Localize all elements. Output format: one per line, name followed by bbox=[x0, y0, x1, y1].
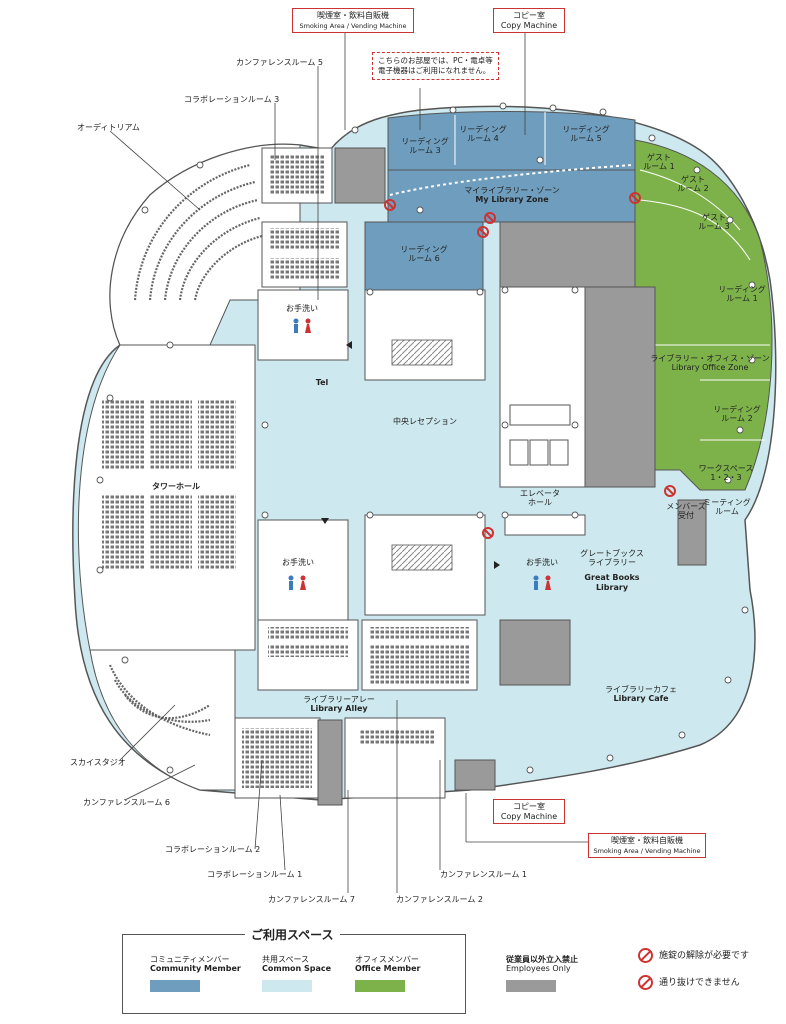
room-tel: Tel bbox=[315, 378, 329, 387]
room-guest2: ゲストルーム 2 bbox=[677, 175, 709, 194]
callout-smoking-bottom: 喫煙室・飲料自販機 Smoking Area / Vending Machine bbox=[588, 833, 706, 859]
sky-studio-area bbox=[89, 649, 236, 791]
legend bbox=[122, 934, 466, 1014]
smoking-bottom-en: Smoking Area / Vending Machine bbox=[593, 846, 701, 855]
label-collab2: コラボレーションルーム 2 bbox=[165, 845, 261, 854]
copy-top-en: Copy Machine bbox=[500, 20, 558, 30]
room-restroom-top: お手洗い bbox=[286, 304, 318, 313]
room-reading4: リーディングルーム 4 bbox=[459, 125, 507, 144]
label-collab3: コラボレーションルーム 3 bbox=[184, 95, 280, 104]
room-guest3: ゲストルーム 3 bbox=[698, 213, 730, 232]
callout-copy-bottom: コピー室 Copy Machine bbox=[493, 799, 565, 825]
room-reading3: リーディングルーム 3 bbox=[401, 137, 449, 156]
stairs bbox=[391, 339, 453, 571]
legend-unlock: 施錠の解除が必要です bbox=[638, 948, 749, 963]
smoking-top-jp: 喫煙室・飲料自販機 bbox=[317, 11, 389, 20]
elevators bbox=[509, 404, 571, 466]
room-reception: 中央レセプション bbox=[393, 417, 457, 426]
label-collab1: コラボレーションルーム 1 bbox=[207, 870, 303, 879]
conference-tables bbox=[242, 155, 470, 788]
callout-smoking-top: 喫煙室・飲料自販機 Smoking Area / Vending Machine bbox=[292, 8, 414, 34]
callout-copy-top: コピー室 Copy Machine bbox=[493, 8, 565, 34]
reading-room-6 bbox=[364, 221, 484, 291]
room-meeting: ミーティングルーム bbox=[703, 498, 751, 517]
auditorium-seats bbox=[133, 163, 263, 301]
copy-top-jp: コピー室 bbox=[513, 11, 545, 20]
no-entry-markers bbox=[384, 192, 676, 539]
columns bbox=[96, 102, 756, 774]
room-elevator: エレベータホール bbox=[520, 489, 560, 508]
label-conf2: カンファレンスルーム 2 bbox=[396, 895, 483, 904]
room-restroom-right: お手洗い bbox=[526, 558, 558, 567]
direction-arrows bbox=[321, 341, 500, 569]
legend-title: ご利用スペース bbox=[245, 926, 340, 943]
smoking-bottom-jp: 喫煙室・飲料自販機 bbox=[611, 836, 683, 845]
sky-studio-seats bbox=[108, 664, 211, 737]
smoking-top-en: Smoking Area / Vending Machine bbox=[299, 21, 407, 30]
no-entry-icon bbox=[638, 948, 653, 963]
notice-line-1: こちらのお部屋では、PC・電卓等 bbox=[378, 56, 493, 65]
label-conf5: カンファレンスルーム 5 bbox=[236, 58, 323, 67]
no-entry-icon bbox=[638, 975, 653, 990]
legend-swatch-staff bbox=[506, 980, 556, 992]
room-reading1: リーディングルーム 1 bbox=[718, 285, 766, 304]
label-auditorium: オーディトリアム bbox=[77, 123, 140, 132]
room-restroom-mid: お手洗い bbox=[282, 558, 314, 567]
legend-swatch-office bbox=[355, 980, 405, 992]
room-members-desk: メンバーズ受付 bbox=[666, 502, 706, 521]
label-conf1: カンファレンスルーム 1 bbox=[440, 870, 527, 879]
room-reading6: リーディングルーム 6 bbox=[400, 245, 448, 264]
auditorium-area bbox=[109, 143, 301, 346]
leader-lines bbox=[109, 29, 590, 893]
legend-no-pass: 通り抜けできません bbox=[638, 975, 740, 990]
label-sky-studio: スカイスタジオ bbox=[70, 758, 126, 767]
tower-hall-seats bbox=[102, 400, 236, 570]
copy-bottom-en: Copy Machine bbox=[500, 811, 558, 821]
label-conf7: カンファレンスルーム 7 bbox=[268, 895, 355, 904]
legend-swatch-community bbox=[150, 980, 200, 992]
copy-bottom-jp: コピー室 bbox=[513, 802, 545, 811]
legend-swatch-common bbox=[262, 980, 312, 992]
room-guest1: ゲストルーム 1 bbox=[643, 153, 675, 172]
notice-line-2: 電子機器はご利用になれません。 bbox=[378, 65, 491, 75]
callout-no-electronics: こちらのお部屋では、PC・電卓等 電子機器はご利用になれません。 bbox=[372, 52, 499, 80]
label-conf6: カンファレンスルーム 6 bbox=[83, 798, 170, 807]
restroom-icons bbox=[288, 318, 551, 590]
reading-room-dividers bbox=[454, 112, 546, 165]
room-reading2: リーディングルーム 2 bbox=[713, 405, 761, 424]
room-tower-hall: タワーホール bbox=[152, 482, 200, 491]
room-reading5: リーディングルーム 5 bbox=[562, 125, 610, 144]
